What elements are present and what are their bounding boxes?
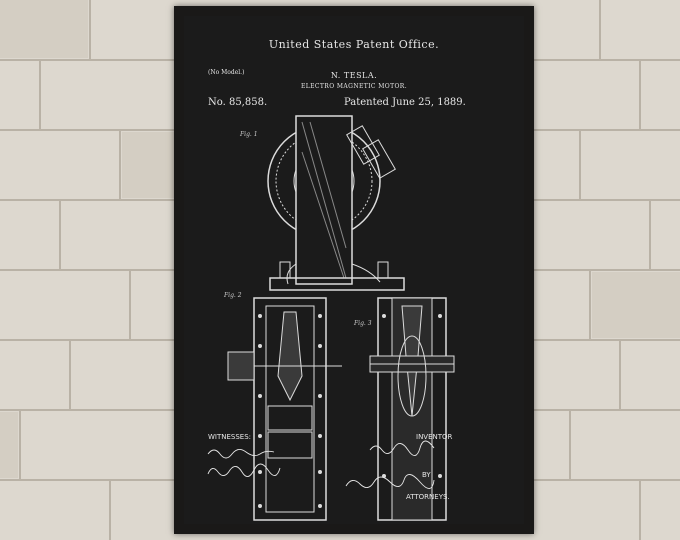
patent-number: No. 85,858.: [208, 97, 268, 108]
inventor-label: INVENTOR: [416, 433, 453, 441]
handwritten-signatures: [207, 440, 435, 489]
by-label: BY: [422, 471, 431, 479]
inventor-name: N. TESLA.: [330, 71, 378, 80]
attorneys-label: ATTORNEYS.: [406, 493, 450, 501]
fig2-side-view-drawing: [227, 297, 342, 521]
patent-blueprint-print: United States Patent Office. (No Model.)…: [184, 16, 524, 524]
fig2-label: Fig. 2: [224, 292, 242, 299]
witnesses-label: WITNESSES:: [208, 433, 252, 441]
patent-drawing: [184, 16, 524, 524]
patent-date: Patented June 25, 1889.: [344, 97, 466, 108]
fig1-motor-drawing: [267, 115, 405, 291]
fig3-label: Fig. 3: [354, 320, 372, 327]
fig3-end-view-drawing: [369, 297, 455, 521]
model-note: (No Model.): [208, 69, 245, 76]
patent-office-header: United States Patent Office.: [268, 38, 440, 51]
patent-title: ELECTRO MAGNETIC MOTOR.: [300, 83, 408, 90]
fig1-label: Fig. 1: [240, 131, 258, 138]
